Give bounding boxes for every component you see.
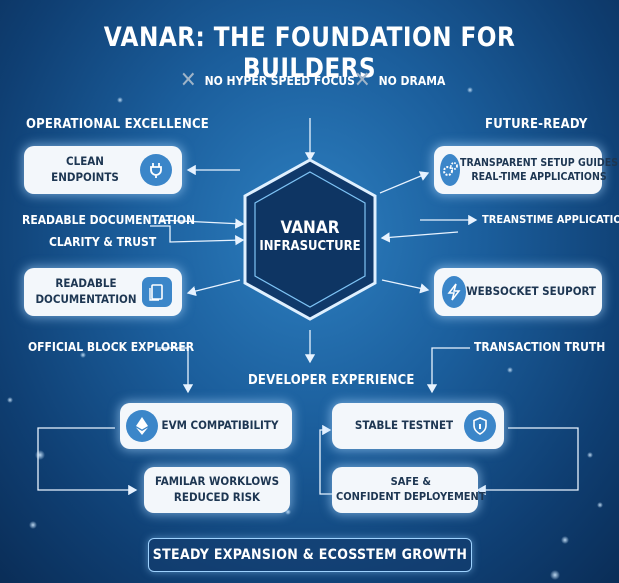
card-safe-deployment: SAFE & CONFIDENT DEPLOYEMENT [332, 467, 486, 513]
card-websocket-support: WEBSOCKET SEUPORT [434, 268, 602, 316]
card-readable-documentation: READABLE DOCUMENTATION [24, 268, 182, 316]
negative-item-speed: ✕ NO HYPER SPEED FOCUS [180, 68, 355, 93]
x-icon: ✕ [180, 68, 197, 93]
label-official-block-explorer: OFFICIAL BLOCK EXPLORER [28, 340, 195, 354]
ethereum-icon [126, 410, 158, 442]
x-icon: ✕ [354, 68, 371, 93]
negative-item-drama: ✕ NO DRAMA [354, 68, 446, 93]
card-clean-endpoints: CLEAN ENDPOINTS [24, 146, 182, 194]
card-evm-compatibility: EVM COMPATIBILITY [120, 403, 292, 449]
plug-icon [140, 154, 172, 186]
card-transparent-setup: TRANSPARENT SETUP GUIDES REAL-TIME APPLI… [434, 146, 618, 194]
shield-icon [464, 410, 496, 442]
gears-icon [440, 154, 460, 186]
section-developer-experience: DEVELOPER EXPERIENCE [248, 373, 415, 388]
lightning-icon [442, 276, 467, 308]
card-stable-testnet: STABLE TESTNET [332, 403, 504, 449]
label-clarity-trust: CLARITY & TRUST [49, 235, 157, 249]
footer-banner: STEADY EXPANSION & ECOSSTEM GROWTH [148, 538, 472, 572]
center-title: VANAR [280, 218, 340, 238]
label-transaction-truth: TRANSACTION TRUTH [474, 340, 606, 354]
page-title: VANAR: THE FOUNDATION FOR BUILDERS [103, 22, 516, 84]
label-treanstime-applications: TREANSTIME APPLICATIONS [482, 213, 619, 226]
section-future-ready: FUTURE-READY [485, 117, 588, 132]
center-subtitle: INFRASUCTURE [259, 239, 361, 254]
document-icon [142, 277, 172, 307]
center-node: VANAR INFRASUCTURE [250, 218, 370, 255]
section-operational-excellence: OPERATIONAL EXCELLENCE [26, 117, 209, 132]
label-readable-documentation: READABLE DOCUMENTATION [22, 213, 196, 227]
card-familiar-workflows: FAMILAR WORKLOWS REDUCED RISK [144, 467, 290, 513]
